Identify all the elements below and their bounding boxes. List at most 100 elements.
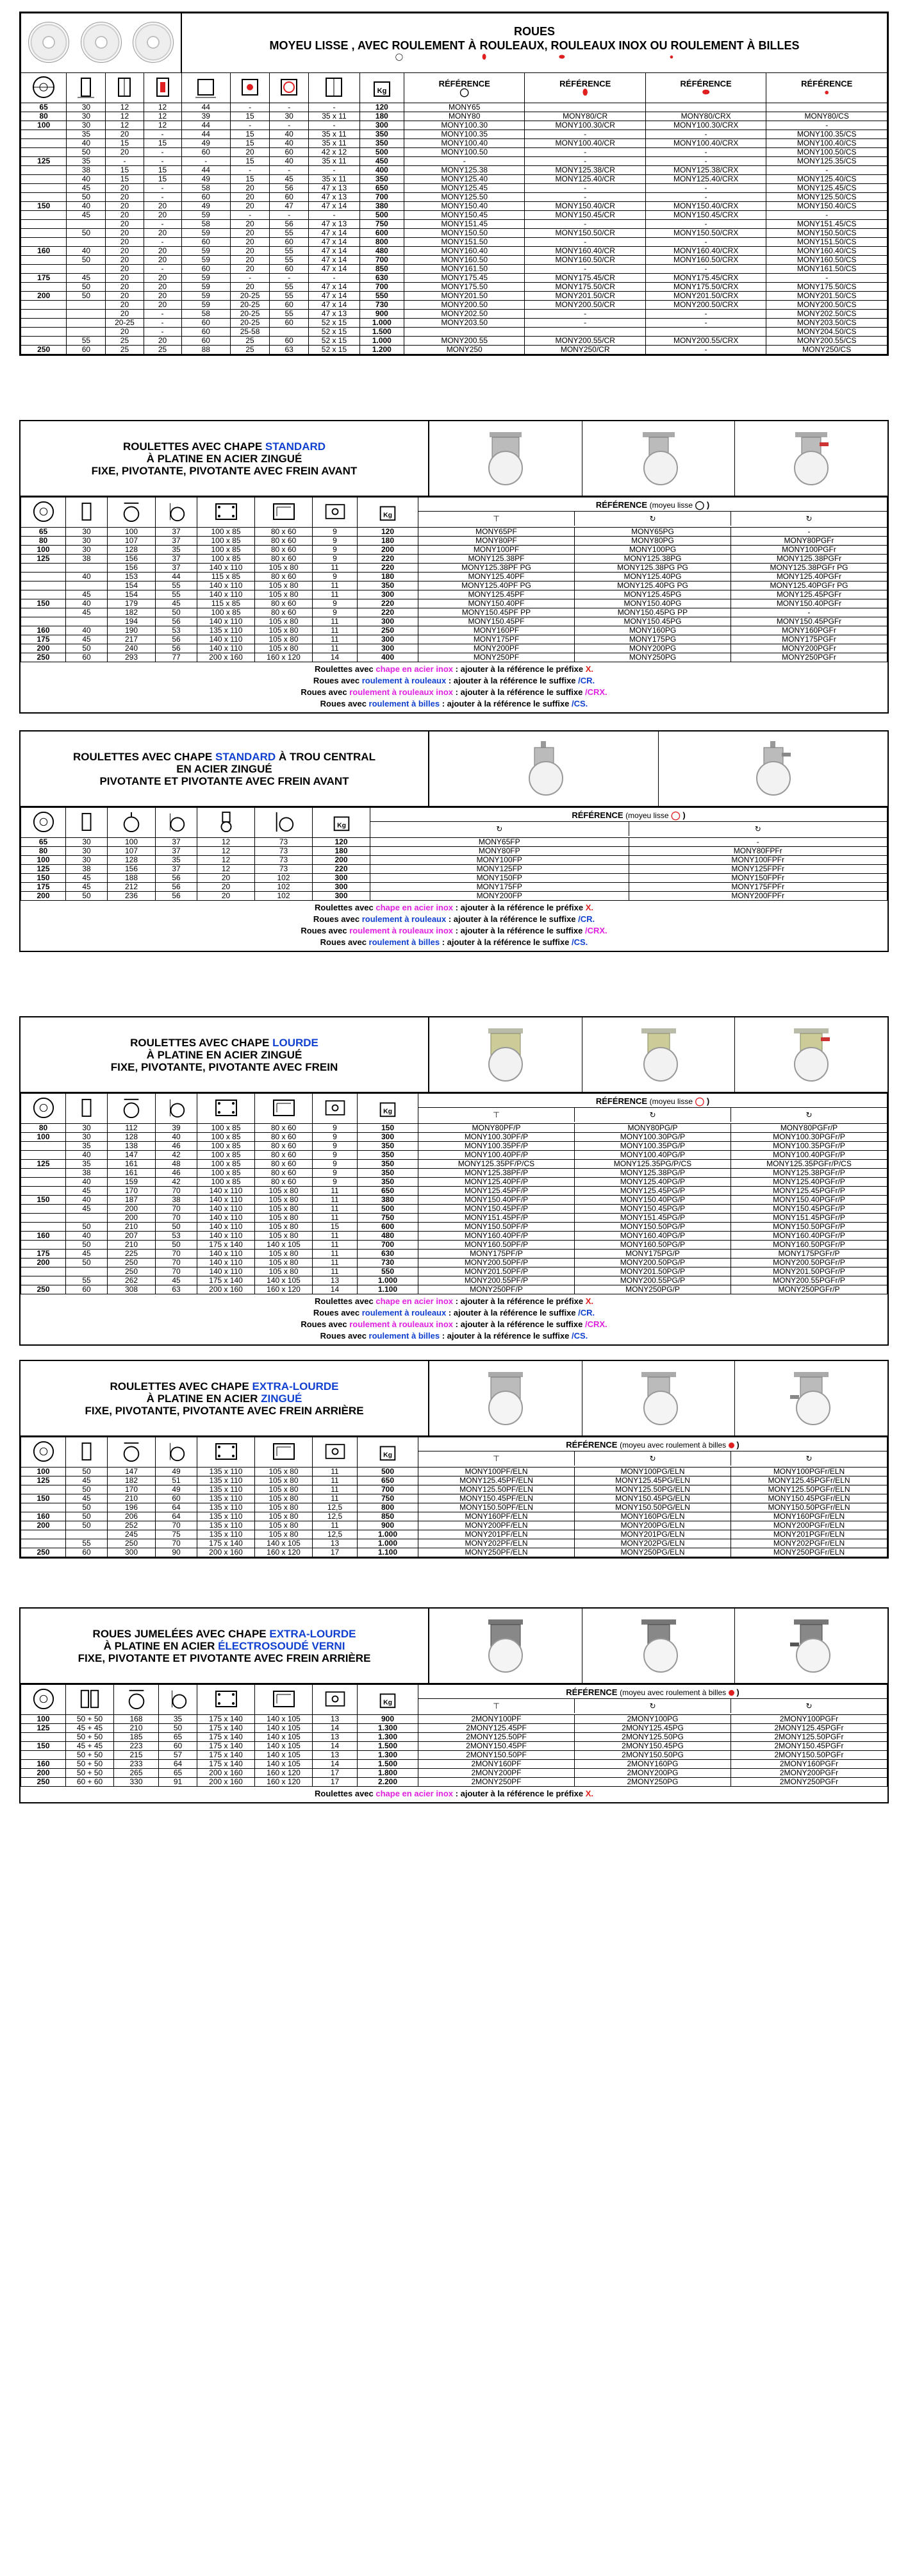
- wheel-diameter-cell: 100: [21, 1132, 66, 1142]
- table-cell: 105 x 80: [254, 617, 313, 626]
- table-cell: MONY250PF/ELN: [418, 1548, 575, 1557]
- table-cell: 20: [143, 255, 182, 265]
- table-cell: MONY202PG/ELN: [574, 1539, 731, 1548]
- swivel-brake-icon: ↻: [805, 1110, 813, 1119]
- table-cell: MONY125.40PG: [574, 572, 731, 581]
- table-cell: 50: [155, 1222, 197, 1232]
- table-cell: 12: [143, 112, 182, 121]
- table-cell: 14: [312, 653, 358, 662]
- table-cell: 140 x 105: [254, 1741, 313, 1751]
- table-cell: 1.100: [357, 1285, 418, 1294]
- table-cell: 20: [143, 201, 182, 211]
- table-cell: MONY125.35PGFr/P/CS: [731, 1159, 887, 1169]
- table-cell: MONY125.45PF/ELN: [418, 1476, 575, 1485]
- stainless-roller-icon: ⬬: [702, 87, 710, 97]
- table-cell: 220: [357, 608, 418, 617]
- table-cell: MONY150.45/CRX: [645, 210, 767, 220]
- table-cell: 9: [312, 572, 358, 581]
- table-cell: MONY160.40/CR: [524, 246, 646, 256]
- wheel-diameter-cell: [20, 327, 67, 337]
- section-chape-standard: ROULETTES AVEC CHAPE STANDARD À PLATINE …: [19, 420, 889, 714]
- table-cell: MONY150.40PF/P: [418, 1195, 575, 1205]
- table-cell: 2MONY160PGFr: [731, 1759, 887, 1769]
- table-cell: MONY160PF: [418, 626, 575, 635]
- table-cell: MONY125.38PF PG: [418, 563, 575, 573]
- table-cell: 20: [143, 246, 182, 256]
- table-cell: MONY150.45PF/ELN: [418, 1494, 575, 1503]
- table-cell: 100 x 85: [197, 554, 255, 564]
- table-cell: 35: [155, 545, 197, 555]
- table-cell: 45: [65, 1186, 108, 1196]
- table-cell: MONY150.45PG/P: [574, 1204, 731, 1214]
- table-cell: MONY175.50/CR: [524, 282, 646, 292]
- table-cell: [66, 264, 106, 274]
- table-cell: MONY160.50/CR: [524, 255, 646, 265]
- table-cell: 105 x 80: [254, 590, 313, 599]
- table-cell: 200 x 160: [197, 1768, 255, 1778]
- table-cell: MONY100PF: [418, 545, 575, 555]
- table-cell: 55: [269, 282, 310, 292]
- table-cell: 35 x 11: [308, 112, 360, 121]
- table-cell: 135 x 110: [197, 1521, 255, 1530]
- table-cell: 53: [155, 626, 197, 635]
- table-cell: MONY200.55/CRX: [645, 336, 767, 346]
- table-cell: 140 x 105: [254, 1539, 313, 1548]
- table-cell: 50: [155, 608, 197, 617]
- table-cell: MONY125.40PGFr PG: [731, 581, 887, 590]
- table-cell: -: [524, 264, 646, 274]
- table-cell: 750: [357, 1213, 418, 1223]
- table-cell: MONY200.55PG/P: [574, 1276, 731, 1285]
- table-cell: 350: [357, 1177, 418, 1187]
- table-cell: 49: [155, 1467, 197, 1476]
- table-cell: 147: [107, 1150, 156, 1160]
- table-cell: 9: [312, 1150, 358, 1160]
- width-icon: [65, 497, 108, 528]
- table-cell: MONY200.55PF/P: [418, 1276, 575, 1285]
- table-cell: 135 x 110: [197, 1494, 255, 1503]
- table-cell: 30: [65, 1123, 108, 1133]
- table-cell: MONY150.45PGFr/P: [731, 1204, 887, 1214]
- table-cell: 12: [105, 112, 144, 121]
- table-cell: 175 x 140: [197, 1240, 255, 1250]
- table-cell: 700: [357, 1485, 418, 1494]
- table-cell: 105 x 80: [254, 1530, 313, 1539]
- height-icon: [113, 1684, 159, 1715]
- section-title: ROUES JUMELÉES AVEC CHAPE EXTRA-LOURDE À…: [21, 1609, 429, 1683]
- table-cell: 105 x 80: [254, 1503, 313, 1512]
- hole-diameter-icon: [312, 1093, 358, 1124]
- wheel-diameter-cell: 125: [21, 1159, 66, 1169]
- plain-bore-icon: ◯: [395, 53, 404, 61]
- table-cell: 25: [229, 336, 270, 346]
- wheel-diameter-cell: [21, 1222, 66, 1232]
- table-cell: 20: [105, 183, 144, 193]
- table-cell: 48: [155, 1159, 197, 1169]
- table-cell: [65, 581, 108, 590]
- diameter-icon: [20, 72, 67, 103]
- table-cell: 1.500: [357, 1759, 418, 1769]
- table-cell: [524, 327, 646, 337]
- table-cell: 45 + 45: [65, 1723, 114, 1733]
- table-cell: MONY250: [403, 345, 525, 355]
- table-cell: 59: [181, 282, 231, 292]
- table-cell: MONY125.38/CR: [524, 165, 646, 175]
- table-cell: 115 x 85: [197, 599, 255, 608]
- bearing-size-icon: [308, 72, 360, 103]
- wheel-diameter-cell: [21, 1485, 66, 1494]
- table-cell: 55: [65, 1539, 108, 1548]
- table-cell: 180: [359, 112, 404, 121]
- ball-bearing-icon: ●: [669, 53, 674, 61]
- table-cell: 2MONY150.50PF: [418, 1750, 575, 1760]
- table-cell: [65, 617, 108, 626]
- table-cell: 300: [312, 882, 370, 892]
- table-cell: [524, 103, 646, 112]
- wheel-diameter-cell: 200: [21, 1521, 66, 1530]
- table-cell: MONY202PF/ELN: [418, 1539, 575, 1548]
